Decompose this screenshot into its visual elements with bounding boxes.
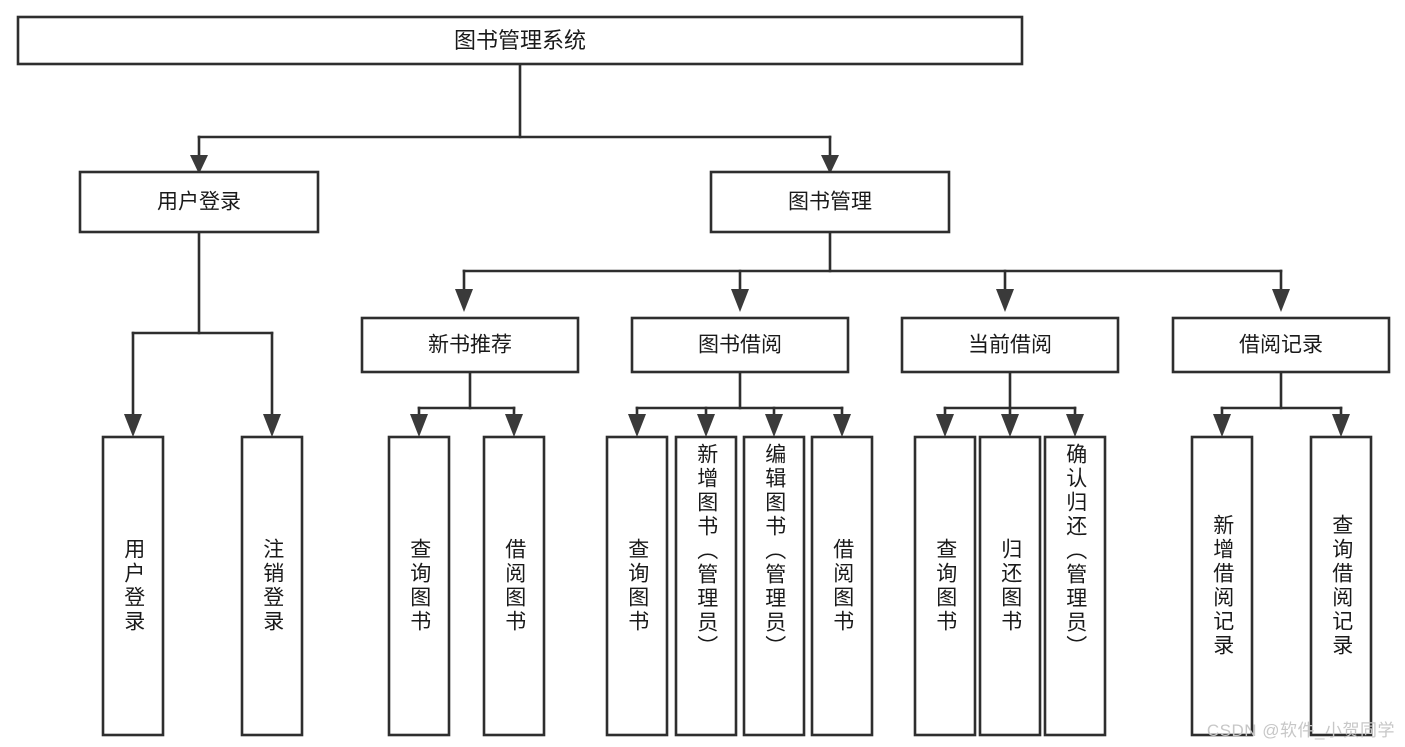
- arrow-user-login-leaf-0: [124, 414, 142, 437]
- leaf-borrow-record-0-box[interactable]: [1190, 435, 1254, 737]
- leaf-group-borrow-record: [1190, 435, 1373, 737]
- leaf-group-current-borrow: [913, 435, 1107, 737]
- arrow-book-borrow-leaf-0: [628, 414, 646, 437]
- edge-group-user-login: [124, 230, 281, 437]
- arrow-user-login-leaf-1: [263, 414, 281, 437]
- node-book-manage[interactable]: 图书管理: [709, 170, 951, 234]
- arrow-current-borrow-leaf-2: [1066, 414, 1084, 437]
- node-new-book-recommend-box[interactable]: [360, 316, 580, 374]
- arrow-borrow-record-leaf-1: [1332, 414, 1350, 437]
- node-user-login-box[interactable]: [78, 170, 320, 234]
- leaf-new-book-0-box[interactable]: [387, 435, 451, 737]
- leaf-group-new-book-recommend: [387, 435, 546, 737]
- node-user-login-label: 用户登录: [157, 191, 241, 214]
- node-new-book-recommend[interactable]: 新书推荐: [360, 316, 580, 374]
- arrow-root-to-book-manage: [821, 155, 839, 174]
- arrow-new-book-leaf-0: [410, 414, 428, 437]
- node-book-borrow[interactable]: 图书借阅: [630, 316, 850, 374]
- arrow-new-book-leaf-1: [505, 414, 523, 437]
- node-borrow-record[interactable]: 借阅记录: [1171, 316, 1391, 374]
- arrow-book-manage-child-3: [1272, 289, 1290, 312]
- edge-group-root: [190, 62, 839, 174]
- arrow-borrow-record-leaf-0: [1213, 414, 1231, 437]
- node-current-borrow[interactable]: 当前借阅: [900, 316, 1120, 374]
- leaf-current-borrow-2-box[interactable]: [1043, 435, 1107, 737]
- arrow-book-manage-child-1: [731, 289, 749, 312]
- node-borrow-record-label: 借阅记录: [1239, 334, 1323, 357]
- node-book-borrow-box[interactable]: [630, 316, 850, 374]
- leaf-book-borrow-0-box[interactable]: [605, 435, 669, 737]
- arrow-book-manage-child-0: [455, 289, 473, 312]
- edge-group-new-book: [410, 370, 523, 437]
- leaf-book-borrow-1-box[interactable]: [674, 435, 738, 737]
- node-book-manage-box[interactable]: [709, 170, 951, 234]
- csdn-watermark: CSDN @软件_小贺同学: [1206, 721, 1395, 740]
- edge-group-book-manage: [455, 230, 1290, 312]
- leaf-new-book-1-box[interactable]: [482, 435, 546, 737]
- edge-group-current-borrow: [936, 370, 1084, 437]
- arrow-book-borrow-leaf-2: [765, 414, 783, 437]
- arrow-book-borrow-leaf-3: [833, 414, 851, 437]
- node-borrow-record-box[interactable]: [1171, 316, 1391, 374]
- edge-group-book-borrow: [628, 370, 851, 437]
- arrow-book-borrow-leaf-1: [697, 414, 715, 437]
- leaf-group-user-login: [101, 435, 304, 737]
- arrow-current-borrow-leaf-1: [1001, 414, 1019, 437]
- node-root[interactable]: 图书管理系统: [16, 15, 1024, 66]
- leaf-user-login-1-box[interactable]: [240, 435, 304, 737]
- leaf-book-borrow-2-box[interactable]: [742, 435, 806, 737]
- node-current-borrow-box[interactable]: [900, 316, 1120, 374]
- leaf-current-borrow-0-box[interactable]: [913, 435, 977, 737]
- leaf-current-borrow-1-box[interactable]: [978, 435, 1042, 737]
- leaf-group-book-borrow: [605, 435, 874, 737]
- node-user-login[interactable]: 用户登录: [78, 170, 320, 234]
- leaf-borrow-record-1-box[interactable]: [1309, 435, 1373, 737]
- node-root-label: 图书管理系统: [454, 28, 586, 53]
- edge-group-borrow-record: [1213, 370, 1350, 437]
- node-new-book-recommend-label: 新书推荐: [428, 334, 512, 357]
- arrow-current-borrow-leaf-0: [936, 414, 954, 437]
- node-root-box[interactable]: [16, 15, 1024, 66]
- leaf-user-login-0-box[interactable]: [101, 435, 165, 737]
- node-book-borrow-label: 图书借阅: [698, 334, 782, 357]
- arrow-book-manage-child-2: [996, 289, 1014, 312]
- arrow-root-to-user-login: [190, 155, 208, 174]
- node-current-borrow-label: 当前借阅: [968, 334, 1052, 357]
- node-book-manage-label: 图书管理: [788, 191, 872, 214]
- leaf-book-borrow-3-box[interactable]: [810, 435, 874, 737]
